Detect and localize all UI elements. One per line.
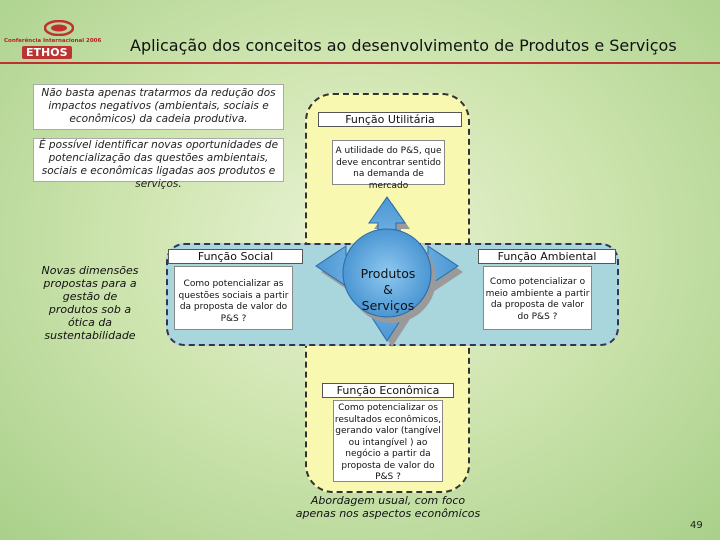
funcao-ambiental-label: Função Ambiental xyxy=(478,249,616,264)
center-produtos-servicos: Produtos & Serviços xyxy=(348,266,428,314)
logo-line2: ETHOS xyxy=(22,46,72,59)
funcao-ambiental-text: Como potencializar o meio ambiente a par… xyxy=(483,266,592,330)
funcao-utilitaria-text: A utilidade do P&S, que deve encontrar s… xyxy=(332,140,445,191)
funcao-social-text: Como potencializar as questões sociais a… xyxy=(174,266,293,330)
title-divider xyxy=(0,62,720,64)
conference-logo: Conferência Internacional 2006 ETHOS xyxy=(4,20,102,62)
logo-line1: Conferência Internacional 2006 xyxy=(4,38,102,44)
page-title: Aplicação dos conceitos ao desenvolvimen… xyxy=(130,36,677,55)
center-line3: Serviços xyxy=(361,298,415,313)
bottom-note: Abordagem usual, com foco apenas nos asp… xyxy=(295,494,481,520)
side-note: Novas dimensões propostas para a gestão … xyxy=(41,264,139,342)
funcao-economica-label: Função Econômica xyxy=(322,383,454,398)
intro-box-2: É possível identificar novas oportunidad… xyxy=(33,138,284,190)
funcao-utilitaria-label: Função Utilitária xyxy=(318,112,462,127)
intro-box-1: Não basta apenas tratarmos da redução do… xyxy=(33,84,284,130)
funcao-economica-text: Como potencializar os resultados econômi… xyxy=(333,400,443,482)
logo-mark-icon xyxy=(44,20,74,36)
funcao-social-label: Função Social xyxy=(168,249,303,264)
center-line1: Produtos xyxy=(360,266,416,281)
page-number: 49 xyxy=(690,520,703,531)
four-way-arrow-icon xyxy=(315,196,463,347)
center-line2: & xyxy=(383,282,393,297)
